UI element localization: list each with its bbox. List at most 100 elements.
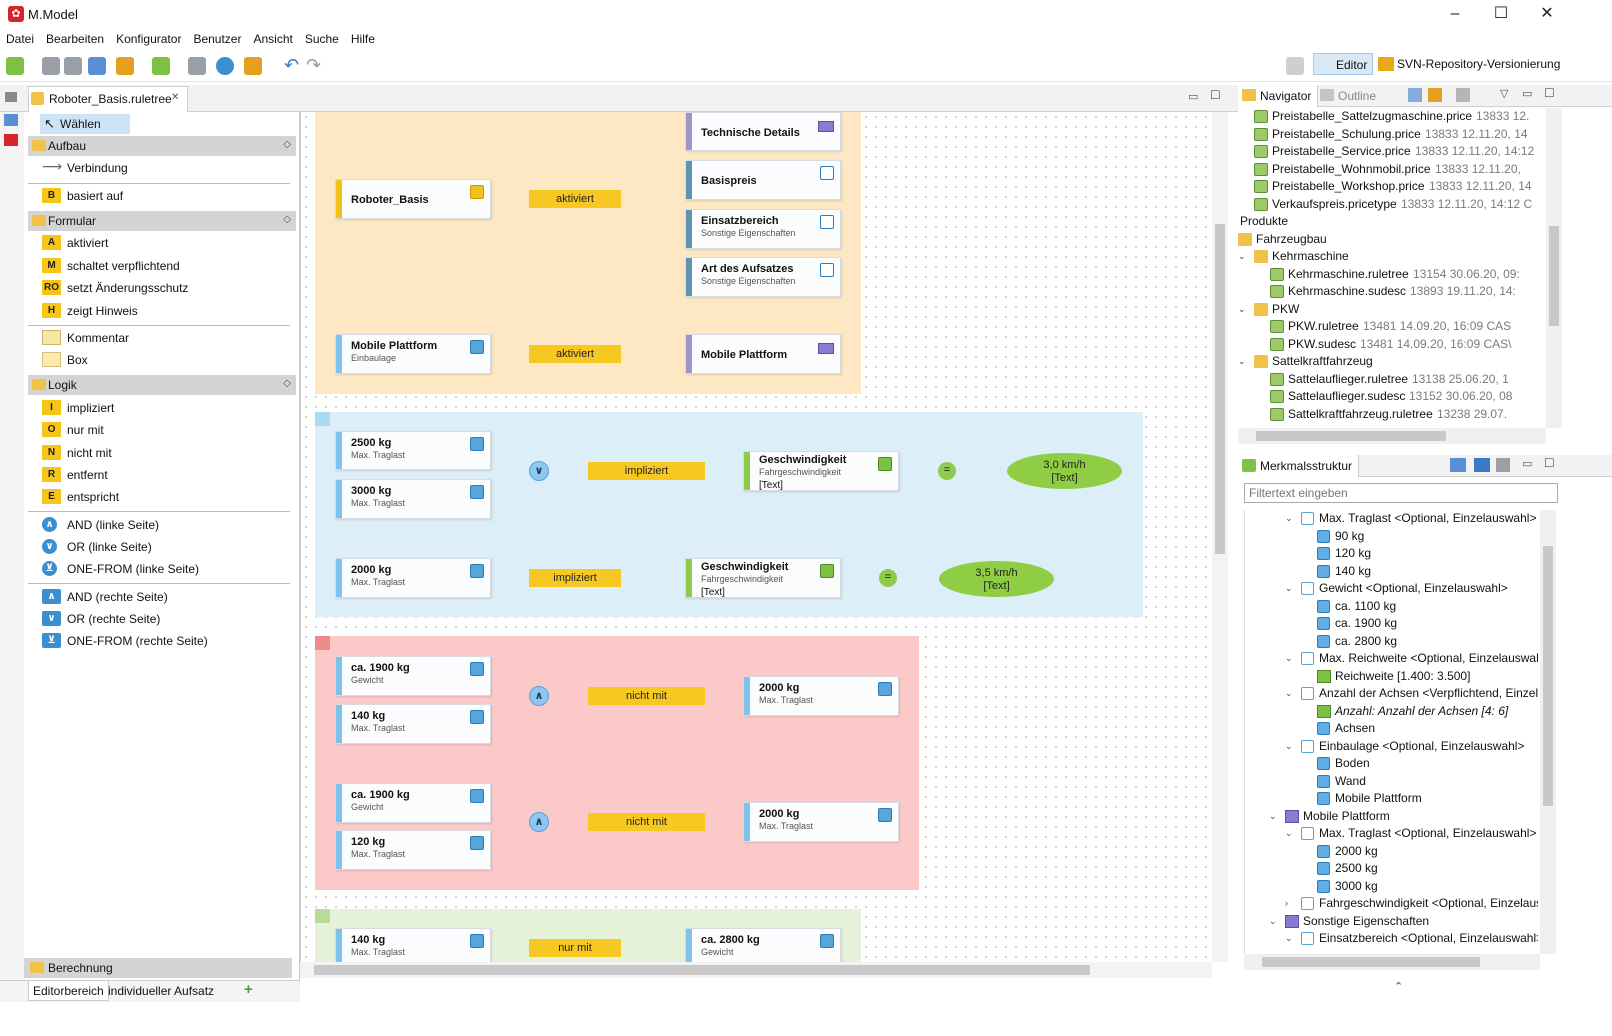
tab-editorbereich[interactable]: Editorbereich xyxy=(28,981,109,1001)
scroll-thumb[interactable] xyxy=(1256,431,1446,441)
tree-row[interactable]: ⌄Kehrmaschine xyxy=(1238,248,1544,266)
merkmal-tree[interactable]: ⌄Max. Traglast <Optional, Einzelauswahl>… xyxy=(1244,510,1538,954)
box-handle[interactable] xyxy=(315,909,330,923)
expanded-chevron-icon[interactable]: ⌄ xyxy=(1285,740,1293,751)
view-menu-icon[interactable]: ▽ xyxy=(1500,88,1509,100)
maximize-view-icon[interactable]: ☐ xyxy=(1210,88,1221,102)
box-handle[interactable] xyxy=(315,636,330,650)
redo-icon[interactable]: ↷ xyxy=(306,55,322,75)
sort-icon[interactable] xyxy=(1450,458,1466,472)
rule-aktiviert[interactable]: aktiviert xyxy=(529,190,621,208)
expanded-chevron-icon[interactable]: ⌄ xyxy=(1285,828,1293,838)
and-operator[interactable]: ∧ xyxy=(529,686,549,706)
collapse-icon[interactable] xyxy=(1496,458,1510,472)
undo-icon[interactable]: ↶ xyxy=(284,55,300,75)
expand-panel-icon[interactable]: ⌃ xyxy=(1394,981,1404,993)
filter-input[interactable] xyxy=(1244,483,1558,503)
node-basispreis[interactable]: Basispreis xyxy=(685,160,841,200)
help-icon[interactable] xyxy=(216,57,234,75)
tab-merkmalsstruktur[interactable]: Merkmalsstruktur xyxy=(1238,455,1360,477)
tree-row[interactable]: ca. 1100 kg xyxy=(1245,598,1538,616)
link-editor-icon[interactable] xyxy=(1428,88,1442,102)
navigator-vertical-scrollbar[interactable] xyxy=(1546,108,1562,428)
tree-row[interactable]: 2000 kg xyxy=(1245,843,1538,861)
open-perspective-icon[interactable] xyxy=(1286,57,1304,75)
expanded-chevron-icon[interactable]: ⌄ xyxy=(1285,513,1293,523)
tree-row[interactable]: ⌄Mobile Plattform xyxy=(1245,808,1538,826)
collapse-icon[interactable]: ◇ xyxy=(283,139,291,150)
palette-item-kommentar[interactable]: Kommentar xyxy=(40,328,129,348)
value-ellipse-3-5[interactable]: 3,5 km/h[Text] xyxy=(939,561,1054,597)
tree-row[interactable]: ⌄Sonstige Eigenschaften xyxy=(1245,913,1538,931)
tree-row[interactable]: 3000 kg xyxy=(1245,878,1538,896)
tree-row[interactable]: ⌄Produkte xyxy=(1238,213,1544,231)
expanded-chevron-icon[interactable]: ⌄ xyxy=(1285,688,1293,698)
collapse-all-icon[interactable] xyxy=(1408,88,1422,102)
palette-section-formular[interactable]: Formular ◇ xyxy=(28,211,296,231)
box-handle[interactable] xyxy=(315,412,330,426)
expanded-chevron-icon[interactable]: ⌄ xyxy=(1269,810,1277,821)
menu-benutzer[interactable]: Benutzer xyxy=(193,32,242,46)
tree-row[interactable]: Boden xyxy=(1245,755,1538,773)
tree-row[interactable]: ca. 1900 kg xyxy=(1245,615,1538,633)
canvas-horizontal-scrollbar[interactable] xyxy=(300,962,1212,978)
tree-row[interactable]: 120 kg xyxy=(1245,545,1538,563)
equals-operator[interactable]: = xyxy=(879,569,897,587)
tree-row[interactable]: ⌄Max. Traglast <Optional, Einzelauswahl> xyxy=(1245,825,1538,843)
maximize-view-icon[interactable]: ☐ xyxy=(1544,86,1555,100)
run-icon[interactable] xyxy=(152,57,170,75)
palette-item-or-right[interactable]: ∨OR (rechte Seite) xyxy=(40,609,160,629)
search-icon[interactable] xyxy=(1474,458,1490,472)
scroll-thumb[interactable] xyxy=(1262,957,1480,967)
search-tool-icon[interactable] xyxy=(188,57,206,75)
palette-view-icon[interactable] xyxy=(4,114,18,126)
tree-row[interactable]: ⌄Einsatzbereich <Optional, Einzelauswahl… xyxy=(1245,930,1538,948)
tab-outline[interactable]: Outline xyxy=(1316,85,1382,107)
rule-nicht-mit[interactable]: nicht mit xyxy=(588,687,705,705)
tree-row[interactable]: ⌄Fahrzeugbau xyxy=(1238,231,1544,249)
expanded-chevron-icon[interactable]: ⌄ xyxy=(1238,356,1246,366)
menu-suche[interactable]: Suche xyxy=(304,32,339,46)
tree-row[interactable]: Mobile Plattform xyxy=(1245,790,1538,808)
maximize-button[interactable]: ☐ xyxy=(1493,5,1509,22)
tree-row[interactable]: ⌄Max. Reichweite <Optional, Einzelauswah… xyxy=(1245,650,1538,668)
menu-konfigurator[interactable]: Konfigurator xyxy=(116,32,182,46)
minimize-button[interactable]: – xyxy=(1450,5,1460,22)
palette-item-or-left[interactable]: ∨OR (linke Seite) xyxy=(40,537,152,557)
tree-row[interactable]: Anzahl: Anzahl der Achsen [4: 6] xyxy=(1245,703,1538,721)
expanded-chevron-icon[interactable]: ⌄ xyxy=(1238,303,1246,314)
expanded-chevron-icon[interactable]: ⌄ xyxy=(1285,653,1293,663)
minimize-view-icon[interactable]: ▭ xyxy=(1522,88,1533,100)
palette-item-and-right[interactable]: ∧AND (rechte Seite) xyxy=(40,587,168,607)
minimize-view-icon[interactable]: ▭ xyxy=(1522,458,1533,470)
save-all-icon[interactable] xyxy=(64,57,82,75)
menu-hilfe[interactable]: Hilfe xyxy=(350,32,375,46)
scroll-thumb[interactable] xyxy=(1215,224,1225,554)
tree-row[interactable]: ›Fahrgeschwindigkeit <Optional, Einzelau… xyxy=(1245,895,1538,913)
tab-navigator[interactable]: Navigator xyxy=(1238,85,1319,107)
collapse-icon[interactable]: ◇ xyxy=(283,214,291,225)
node-mobile-plattform[interactable]: Mobile Plattform xyxy=(685,334,841,374)
palette-section-aufbau[interactable]: Aufbau ◇ xyxy=(28,136,296,156)
